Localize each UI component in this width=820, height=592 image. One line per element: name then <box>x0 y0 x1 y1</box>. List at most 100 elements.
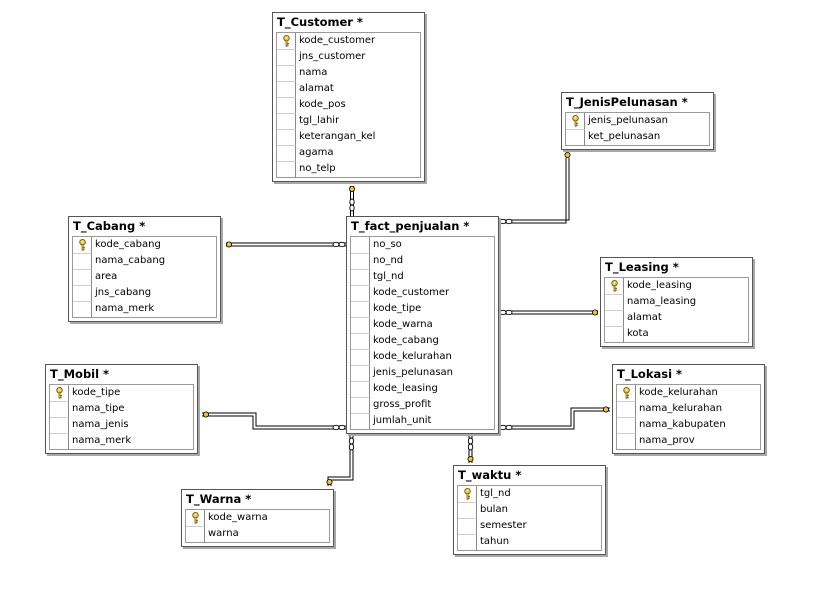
column-row[interactable]: kode_kelurahan <box>617 385 760 401</box>
column-row[interactable]: kode_warna <box>351 317 494 333</box>
table-title[interactable]: T_Leasing * <box>605 260 679 274</box>
column-row[interactable]: tahun <box>458 534 601 550</box>
column-row[interactable]: no_telp <box>277 161 420 177</box>
column-row[interactable]: nama_merk <box>50 433 193 449</box>
table-title[interactable]: T_fact_penjualan * <box>351 219 470 233</box>
table-title[interactable]: T_waktu * <box>458 468 522 482</box>
column-row[interactable]: no_nd <box>351 253 494 269</box>
column-key-cell <box>186 510 205 526</box>
column-key-cell <box>351 333 370 349</box>
column-list: jenis_pelunasan ket_pelunasan <box>565 112 710 146</box>
column-name: kota <box>627 328 649 339</box>
primary-key-icon <box>611 280 618 292</box>
column-row[interactable]: kode_pos <box>277 97 420 113</box>
column-name: tgl_nd <box>373 271 404 282</box>
column-row[interactable]: nama_prov <box>617 433 760 449</box>
column-key-cell <box>277 33 296 49</box>
column-name: kode_cabang <box>95 239 161 250</box>
column-row[interactable]: bulan <box>458 502 601 518</box>
column-row[interactable]: kode_tipe <box>351 301 494 317</box>
table-title[interactable]: T_JenisPelunasan * <box>566 95 688 109</box>
table-t-jenispelunasan[interactable]: T_JenisPelunasan * jenis_pelunasan ket_pel… <box>561 92 714 150</box>
table-title[interactable]: T_Warna * <box>186 492 252 506</box>
primary-key-icon <box>56 387 63 399</box>
primary-key-icon <box>79 239 86 251</box>
column-key-cell <box>351 365 370 381</box>
table-title[interactable]: T_Cabang * <box>73 219 146 233</box>
column-name: kode_pos <box>299 99 346 110</box>
column-row[interactable]: ket_pelunasan <box>566 129 709 145</box>
column-row[interactable]: semester <box>458 518 601 534</box>
table-title[interactable]: T_Customer * <box>277 15 363 29</box>
column-key-cell <box>351 285 370 301</box>
column-row[interactable]: jumlah_unit <box>351 413 494 429</box>
column-row[interactable]: kode_leasing <box>605 278 748 294</box>
column-row[interactable]: tgl_nd <box>351 269 494 285</box>
column-row[interactable]: no_so <box>351 237 494 253</box>
column-row[interactable]: kode_customer <box>277 33 420 49</box>
column-name: jns_customer <box>299 51 366 62</box>
column-name: kode_customer <box>373 287 450 298</box>
column-key-cell <box>73 285 92 301</box>
column-name: alamat <box>299 83 334 94</box>
column-name: ket_pelunasan <box>588 131 661 142</box>
column-name: kode_kelurahan <box>639 387 718 398</box>
column-row[interactable]: nama_kabupaten <box>617 417 760 433</box>
column-row[interactable]: kode_kelurahan <box>351 349 494 365</box>
column-row[interactable]: tgl_nd <box>458 486 601 502</box>
column-row[interactable]: jenis_pelunasan <box>351 365 494 381</box>
column-row[interactable]: kode_cabang <box>73 237 216 253</box>
table-title[interactable]: T_Mobil * <box>50 367 110 381</box>
column-name: bulan <box>480 504 508 515</box>
column-key-cell <box>73 301 92 317</box>
column-name: nama_cabang <box>95 255 166 266</box>
column-key-cell <box>351 349 370 365</box>
column-name: gross_profit <box>373 399 432 410</box>
column-row[interactable]: jns_cabang <box>73 285 216 301</box>
column-name: tgl_nd <box>480 488 511 499</box>
column-row[interactable]: kode_tipe <box>50 385 193 401</box>
column-row[interactable]: nama_tipe <box>50 401 193 417</box>
column-row[interactable]: jns_customer <box>277 49 420 65</box>
column-name: alamat <box>627 312 662 323</box>
table-t-fact-penjualan[interactable]: T_fact_penjualan * no_so no_nd tgl_nd kode_c… <box>346 216 499 434</box>
primary-key-icon <box>623 387 630 399</box>
column-row[interactable]: kode_customer <box>351 285 494 301</box>
column-row[interactable]: nama_kelurahan <box>617 401 760 417</box>
column-row[interactable]: nama_jenis <box>50 417 193 433</box>
column-row[interactable]: gross_profit <box>351 397 494 413</box>
column-row[interactable]: alamat <box>605 310 748 326</box>
column-row[interactable]: nama_cabang <box>73 253 216 269</box>
column-name: nama_merk <box>72 435 132 446</box>
column-row[interactable]: nama_leasing <box>605 294 748 310</box>
column-row[interactable]: kode_warna <box>186 510 329 526</box>
column-row[interactable]: warna <box>186 526 329 542</box>
column-row[interactable]: jenis_pelunasan <box>566 113 709 129</box>
column-key-cell <box>617 417 636 433</box>
column-row[interactable]: keterangan_kel <box>277 129 420 145</box>
column-row[interactable]: agama <box>277 145 420 161</box>
column-row[interactable]: nama_merk <box>73 301 216 317</box>
table-title[interactable]: T_Lokasi * <box>617 367 683 381</box>
column-row[interactable]: kode_cabang <box>351 333 494 349</box>
column-key-cell <box>186 526 205 542</box>
column-row[interactable]: area <box>73 269 216 285</box>
column-row[interactable]: kode_leasing <box>351 381 494 397</box>
column-row[interactable]: kota <box>605 326 748 342</box>
column-row[interactable]: tgl_lahir <box>277 113 420 129</box>
column-row[interactable]: alamat <box>277 81 420 97</box>
column-key-cell <box>617 385 636 401</box>
column-row[interactable]: nama <box>277 65 420 81</box>
column-name: no_so <box>373 239 402 250</box>
column-name: jenis_pelunasan <box>588 115 669 126</box>
